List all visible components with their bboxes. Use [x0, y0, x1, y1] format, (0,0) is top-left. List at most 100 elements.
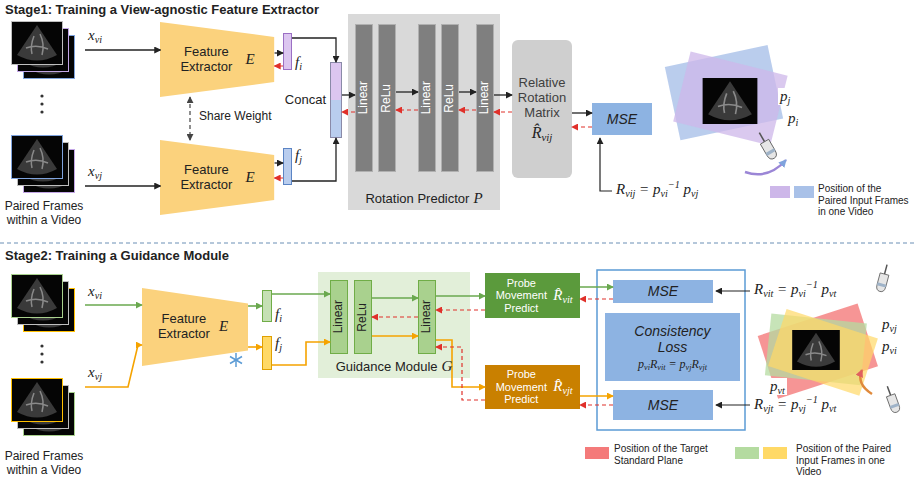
- label-holder: xvi: [88, 27, 102, 44]
- illustration-part: [12, 22, 62, 64]
- connector: [580, 395, 613, 397]
- illustration-part: [40, 352, 43, 355]
- text-holder: Linear: [331, 281, 347, 353]
- text-holder: Guidance ModuleG: [318, 358, 470, 375]
- node-text: fj: [295, 147, 302, 164]
- label-holder: Position of the Paired Input Frames in o…: [818, 183, 910, 218]
- node-text: P: [473, 190, 482, 207]
- illustration-part: [12, 379, 62, 421]
- feature-vector: fi: [283, 33, 292, 70]
- feature-vector: fj: [283, 148, 292, 185]
- frame-caption: Paired Frames within a Video: [3, 200, 85, 228]
- rotation-matrix: Relative Rotation MatrixR̂vij: [512, 40, 572, 178]
- connector: [85, 304, 142, 306]
- math-symbol: p: [770, 378, 778, 394]
- text-holder: Linear: [419, 25, 435, 171]
- label-holder: xvi: [88, 283, 102, 300]
- math-text: =: [773, 396, 791, 412]
- position-label: pj: [778, 88, 792, 105]
- text-holder: MSE: [592, 103, 652, 135]
- illustration-part: [12, 136, 62, 178]
- connector: [494, 94, 512, 95]
- math-symbol: f: [275, 306, 279, 322]
- connector: [275, 177, 283, 178]
- node-text: Linear: [332, 300, 346, 333]
- label-holder: Share Weight: [197, 110, 274, 124]
- feature-vector: fj: [262, 336, 272, 370]
- snowflake-icon: [230, 353, 242, 367]
- consistency-loss: Consistency LosspviRvit = pvjRvjt: [605, 313, 740, 381]
- math-symbol: x: [88, 364, 95, 380]
- connector: [85, 49, 160, 50]
- stage-title: Stage2: Training a Guidance Module: [5, 249, 229, 264]
- linear-layer: Linear: [418, 24, 436, 172]
- subscript: vij: [625, 188, 635, 199]
- video-frames: [12, 275, 74, 435]
- frame-caption: Paired Frames within a Video: [3, 450, 85, 478]
- illustration-part: [703, 78, 758, 124]
- legend-swatch: [585, 447, 609, 459]
- math-symbol: p: [684, 181, 692, 197]
- illustration-part: [40, 360, 43, 363]
- connector: [436, 347, 485, 400]
- text-holder: Paired Frames within a Video: [3, 450, 85, 478]
- math-symbol: p: [791, 396, 799, 412]
- edge-label: xvj: [88, 163, 102, 180]
- connector: [272, 342, 330, 365]
- node-text: Feature Extractor: [170, 45, 242, 75]
- math-symbol: p: [638, 357, 644, 371]
- connector: [275, 162, 283, 163]
- node-text: E: [245, 51, 254, 68]
- subscript: vi: [798, 288, 805, 299]
- illustration-part: [230, 357, 242, 364]
- text-holder: MSE: [613, 390, 713, 420]
- node-text: Guidance Module: [336, 360, 438, 375]
- position-label: pi: [786, 110, 800, 127]
- label-holder: Position of the Paired Input Frames in o…: [796, 443, 908, 478]
- trapezoid-fill: [142, 288, 248, 366]
- connector: [272, 293, 330, 295]
- text-holder: Rotation PredictorP: [348, 190, 500, 207]
- relu-layer: ReLu: [378, 24, 396, 172]
- subscript: vi: [95, 34, 102, 45]
- subscript: vj: [890, 323, 897, 334]
- connector: [372, 316, 418, 317]
- formula-label: Rvij = pvi−1 pvj: [616, 181, 698, 198]
- connector: [342, 94, 355, 95]
- linear-layer: Linear: [355, 24, 373, 172]
- text-holder: ReLu: [355, 281, 371, 353]
- connector: [580, 298, 613, 299]
- formula-label: Rvjt = pvj−1 pvt: [754, 396, 836, 413]
- node-text: MSE: [648, 397, 678, 413]
- illustration-part: [758, 303, 878, 398]
- illustration-part: [768, 309, 878, 396]
- node-text: Probe Movement Predict: [492, 277, 550, 315]
- stage-title: Stage1: Training a View-agnostic Feature…: [5, 3, 319, 18]
- mse-loss: MSE: [613, 280, 713, 303]
- node-text: fj: [275, 335, 282, 352]
- node-text: MSE: [607, 111, 637, 127]
- node-text: fi: [275, 306, 282, 323]
- target-arrow: [716, 290, 750, 291]
- illustration-part: [12, 275, 62, 317]
- probe-position-figure: [665, 45, 788, 174]
- math-symbol: f: [295, 54, 299, 70]
- feature-vector: fi: [262, 290, 272, 322]
- illustration-part: [755, 130, 778, 160]
- connector: [189, 97, 190, 140]
- subscript: vj: [95, 170, 102, 181]
- label-holder: Stage2: Training a Guidance Module: [5, 249, 229, 264]
- label-holder: Stage1: Training a View-agnostic Feature…: [5, 3, 319, 18]
- node-text: Concat: [285, 93, 326, 108]
- legend-text: Position of the Paired Input Frames in o…: [818, 183, 910, 218]
- text-holder: Linear: [419, 281, 435, 353]
- label-holder: pvt: [768, 378, 787, 395]
- illustration-part: [860, 370, 872, 394]
- node-text: E: [245, 169, 254, 186]
- node-text: Linear: [357, 81, 371, 114]
- rotation-predictor: Rotation PredictorPLinearReLuLinearReLuL…: [348, 14, 500, 210]
- node-text: ReLu: [380, 84, 394, 113]
- connector: [292, 138, 336, 181]
- math-symbol: p: [822, 281, 830, 297]
- illustration-part: [230, 357, 242, 364]
